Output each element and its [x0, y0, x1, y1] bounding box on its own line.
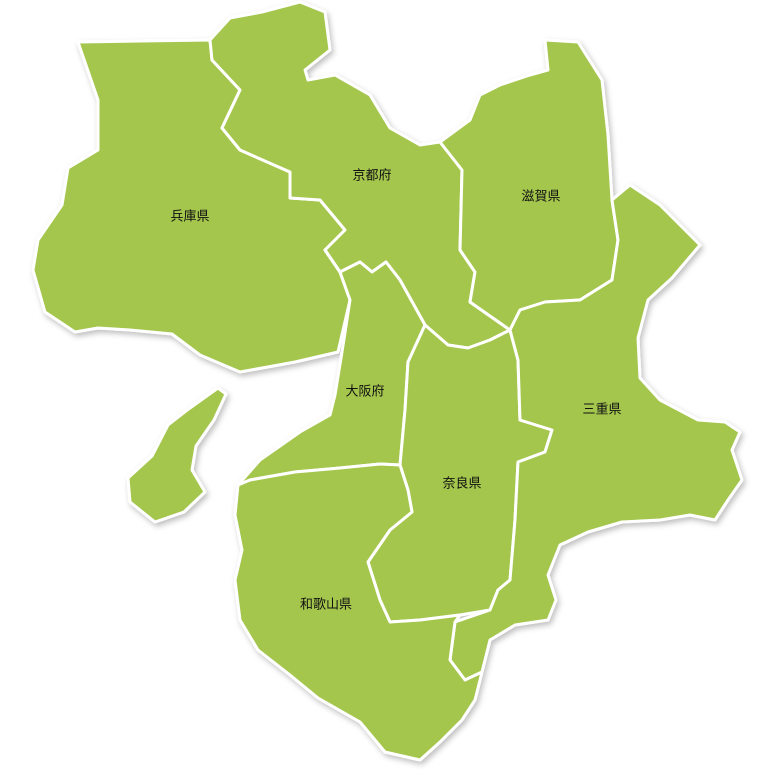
region-mie[interactable] — [448, 183, 744, 682]
region-awaji[interactable] — [126, 386, 228, 524]
region-wakayama[interactable] — [233, 462, 484, 762]
